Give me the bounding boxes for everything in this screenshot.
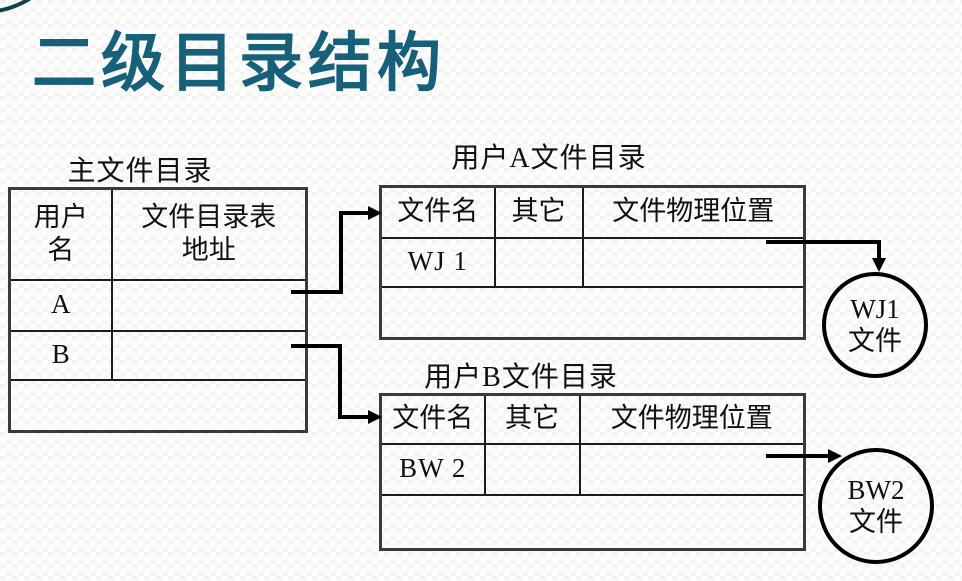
user-a-directory-caption: 用户A文件目录: [451, 143, 647, 174]
user-a-col-header-file-name: 文件名: [379, 185, 496, 239]
master-row-b-address-cell: [110, 329, 308, 381]
file-node-wj1-label: 文件: [848, 326, 902, 356]
user-a-col-header-other: 其它: [493, 185, 584, 239]
table-row: [8, 378, 308, 433]
user-b-directory-caption: 用户B文件目录: [424, 362, 618, 393]
master-row-a-address-cell: [110, 278, 308, 332]
master-directory-caption: 主文件目录: [67, 156, 213, 187]
table-row: A: [8, 278, 308, 332]
user-b-col-header-physical-location: 文件物理位置: [578, 393, 806, 445]
master-row-a-user: A: [8, 278, 113, 332]
file-node-bw2: BW2 文件: [818, 448, 934, 564]
master-empty-row: [8, 378, 308, 433]
user-a-empty-row: [379, 285, 806, 340]
user-b-header-row: 文件名 其它 文件物理位置: [379, 393, 806, 445]
arrowhead-wj1-row-to-wj1-file: [872, 258, 886, 272]
user-b-row-bw2-location-cell: [578, 442, 806, 496]
master-col-header-table-address: 文件目录表 地址: [110, 187, 308, 281]
file-node-bw2-label: 文件: [849, 507, 903, 537]
user-b-row-bw2-file-name: BW 2: [379, 442, 486, 496]
corner-arc-decoration: [0, 0, 32, 13]
user-a-directory-table: 文件名 其它 文件物理位置 WJ 1: [379, 185, 806, 340]
table-row: WJ 1: [379, 236, 806, 288]
master-row-b-user: B: [8, 329, 113, 381]
file-node-wj1-name: WJ1: [850, 293, 900, 324]
file-node-bw2-name: BW2: [847, 474, 905, 505]
table-row: B: [8, 329, 308, 381]
table-row: [379, 493, 806, 551]
user-b-directory-table: 文件名 其它 文件物理位置 BW 2: [379, 393, 806, 551]
user-b-row-bw2-other-cell: [483, 442, 581, 496]
file-node-wj1: WJ1 文件: [822, 272, 928, 378]
user-a-col-header-physical-location: 文件物理位置: [581, 185, 806, 239]
slide-title: 二级目录结构: [32, 28, 446, 99]
master-col-header-user-name: 用户 名: [8, 187, 113, 281]
table-row: [379, 285, 806, 340]
user-a-row-wj1-location-cell: [581, 236, 806, 288]
user-a-row-wj1-other-cell: [493, 236, 584, 288]
master-directory-table: 用户 名 文件目录表 地址 A B: [8, 187, 308, 433]
user-a-row-wj1-file-name: WJ 1: [379, 236, 496, 288]
user-a-header-row: 文件名 其它 文件物理位置: [379, 185, 806, 239]
user-b-col-header-file-name: 文件名: [379, 393, 486, 445]
table-row: BW 2: [379, 442, 806, 496]
user-b-empty-row: [379, 493, 806, 551]
user-b-col-header-other: 其它: [483, 393, 581, 445]
master-header-row: 用户 名 文件目录表 地址: [8, 187, 308, 281]
